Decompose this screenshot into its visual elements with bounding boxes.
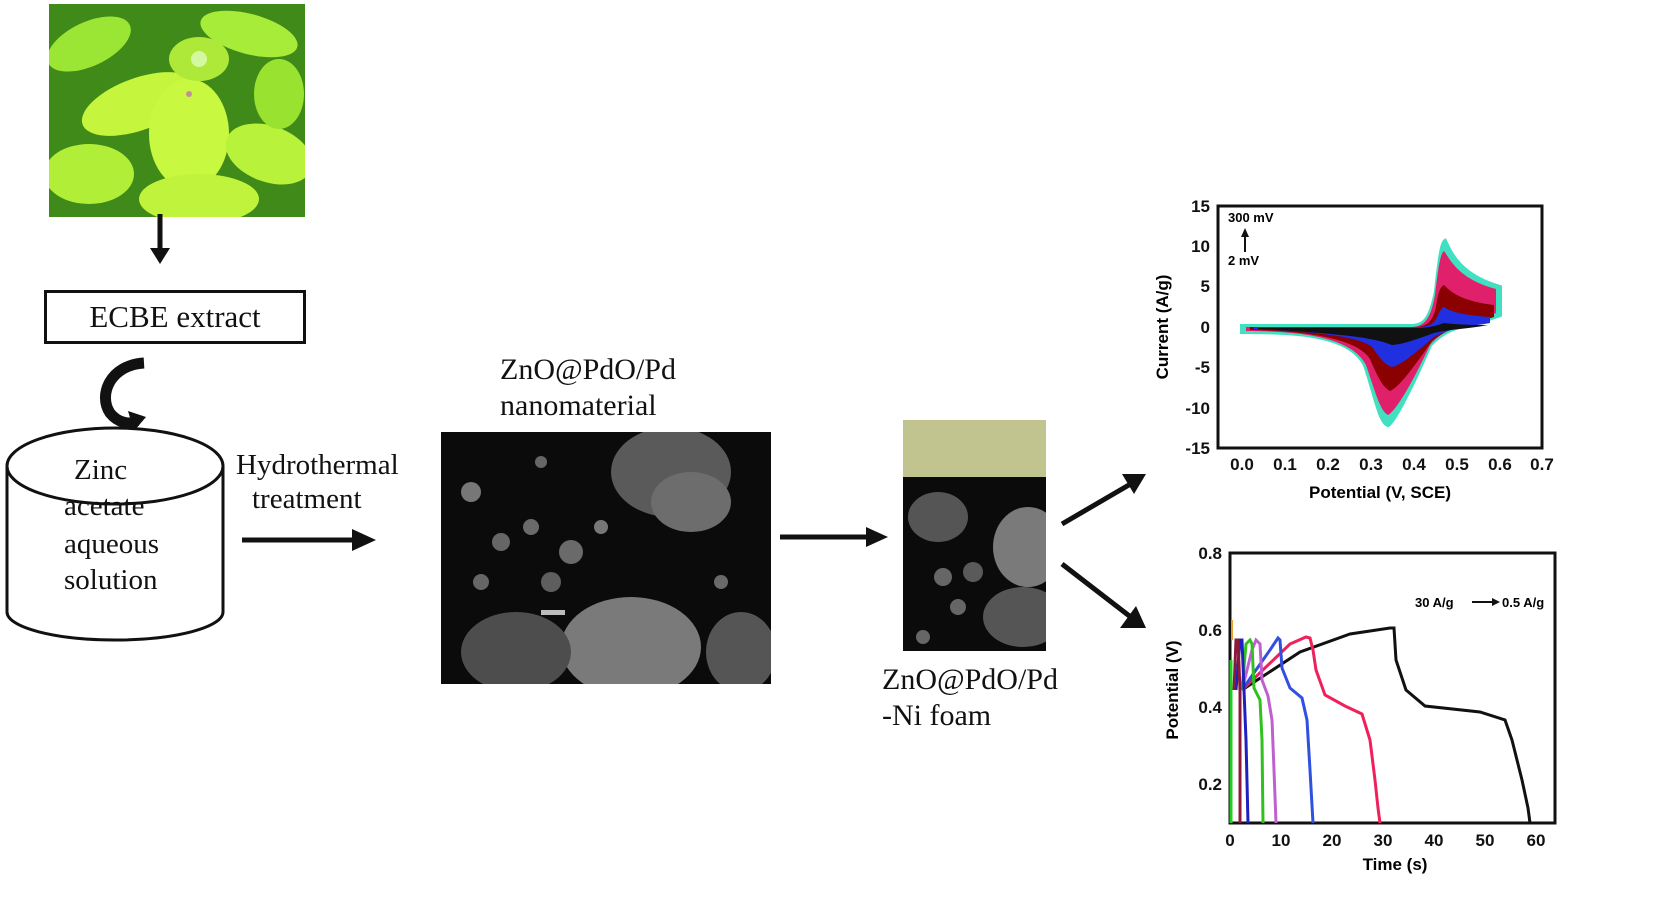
gcd-chart: 30 A/g 0.5 A/g 0.8 0.6 0.4 0.2 0 10 20 3… [1150, 540, 1560, 875]
nanomaterial-label: ZnO@PdO/Pd nanomaterial [500, 352, 676, 424]
y-tick: 0.6 [1198, 621, 1222, 640]
cv-annotation-high: 300 mV [1228, 210, 1274, 225]
x-tick: 0.6 [1488, 455, 1512, 474]
x-tick: 30 [1374, 831, 1393, 850]
y-tick: 0.2 [1198, 775, 1222, 794]
y-axis-label: Potential (V) [1163, 640, 1182, 739]
y-tick: 0.8 [1198, 544, 1222, 563]
x-tick: 10 [1272, 831, 1291, 850]
container-line: acetate [64, 490, 145, 522]
y-axis-label: Current (A/g) [1153, 275, 1172, 380]
y-tick: 0 [1201, 318, 1210, 337]
x-tick: 50 [1476, 831, 1495, 850]
curved-arrow-icon [100, 357, 146, 431]
gcd-annotation-low: 0.5 A/g [1502, 595, 1544, 610]
plant-leaves-icon [49, 4, 305, 217]
beaker-cylinder-icon [5, 426, 225, 642]
x-tick: 0.2 [1316, 455, 1340, 474]
down-arrow-icon [150, 214, 170, 264]
gcd-annotation-high: 30 A/g [1415, 595, 1454, 610]
y-tick: 10 [1191, 237, 1210, 256]
x-tick: 0.0 [1230, 455, 1254, 474]
sem-image [441, 432, 771, 684]
container-line: solution [64, 564, 158, 596]
x-tick: 40 [1425, 831, 1444, 850]
gcd-plot: 30 A/g 0.5 A/g 0.8 0.6 0.4 0.2 0 10 20 3… [1163, 544, 1557, 874]
right-arrow-icon [242, 529, 376, 551]
x-tick: 0.3 [1359, 455, 1383, 474]
x-tick: 0.1 [1273, 455, 1297, 474]
cv-chart: 300 mV 2 mV 15 10 5 0 -5 -10 -15 0.0 0.1… [1150, 195, 1560, 505]
x-tick: 0 [1225, 831, 1234, 850]
cv-plot: 300 mV 2 mV 15 10 5 0 -5 -10 -15 0.0 0.1… [1153, 197, 1554, 502]
cv-annotation-low: 2 mV [1228, 253, 1259, 268]
ni-foam-cap [903, 420, 1046, 477]
x-tick: 0.5 [1445, 455, 1469, 474]
down-right-arrow-icon [1060, 562, 1146, 628]
container-line: aqueous [64, 528, 160, 560]
step-label-line: Hydrothermal [236, 449, 399, 481]
sem-particles-icon [903, 477, 1046, 651]
electrode-sem-image [903, 477, 1046, 651]
nanomaterial-line: ZnO@PdO/Pd [500, 353, 676, 386]
container-line: Zinc [74, 454, 128, 486]
y-tick: 5 [1201, 277, 1210, 296]
x-tick: 0.4 [1402, 455, 1426, 474]
up-right-arrow-icon [1060, 474, 1146, 527]
container-text: Zinc acetate aqueous solution [64, 450, 159, 600]
x-axis-label: Time (s) [1363, 855, 1428, 874]
y-tick: -15 [1185, 439, 1210, 458]
extract-label: ECBE extract [89, 299, 261, 334]
electrode-label: ZnO@PdO/Pd -Ni foam [882, 662, 1058, 734]
y-tick: 15 [1191, 197, 1210, 216]
extract-box: ECBE extract [44, 290, 306, 344]
x-tick: 20 [1323, 831, 1342, 850]
plant-photo [49, 4, 305, 217]
y-tick: -10 [1185, 399, 1210, 418]
x-tick: 0.7 [1530, 455, 1554, 474]
step-label-line: treatment [252, 483, 362, 515]
y-tick: 0.4 [1198, 698, 1222, 717]
step-label: Hydrothermal treatment [236, 448, 399, 516]
y-tick: -5 [1195, 358, 1210, 377]
electrode-line: ZnO@PdO/Pd [882, 663, 1058, 696]
x-axis-label: Potential (V, SCE) [1309, 483, 1451, 502]
nanomaterial-line: nanomaterial [500, 389, 657, 422]
sem-particles-icon [441, 432, 771, 684]
electrode-line: -Ni foam [882, 699, 992, 732]
right-arrow-icon [780, 527, 888, 547]
x-tick: 60 [1527, 831, 1546, 850]
